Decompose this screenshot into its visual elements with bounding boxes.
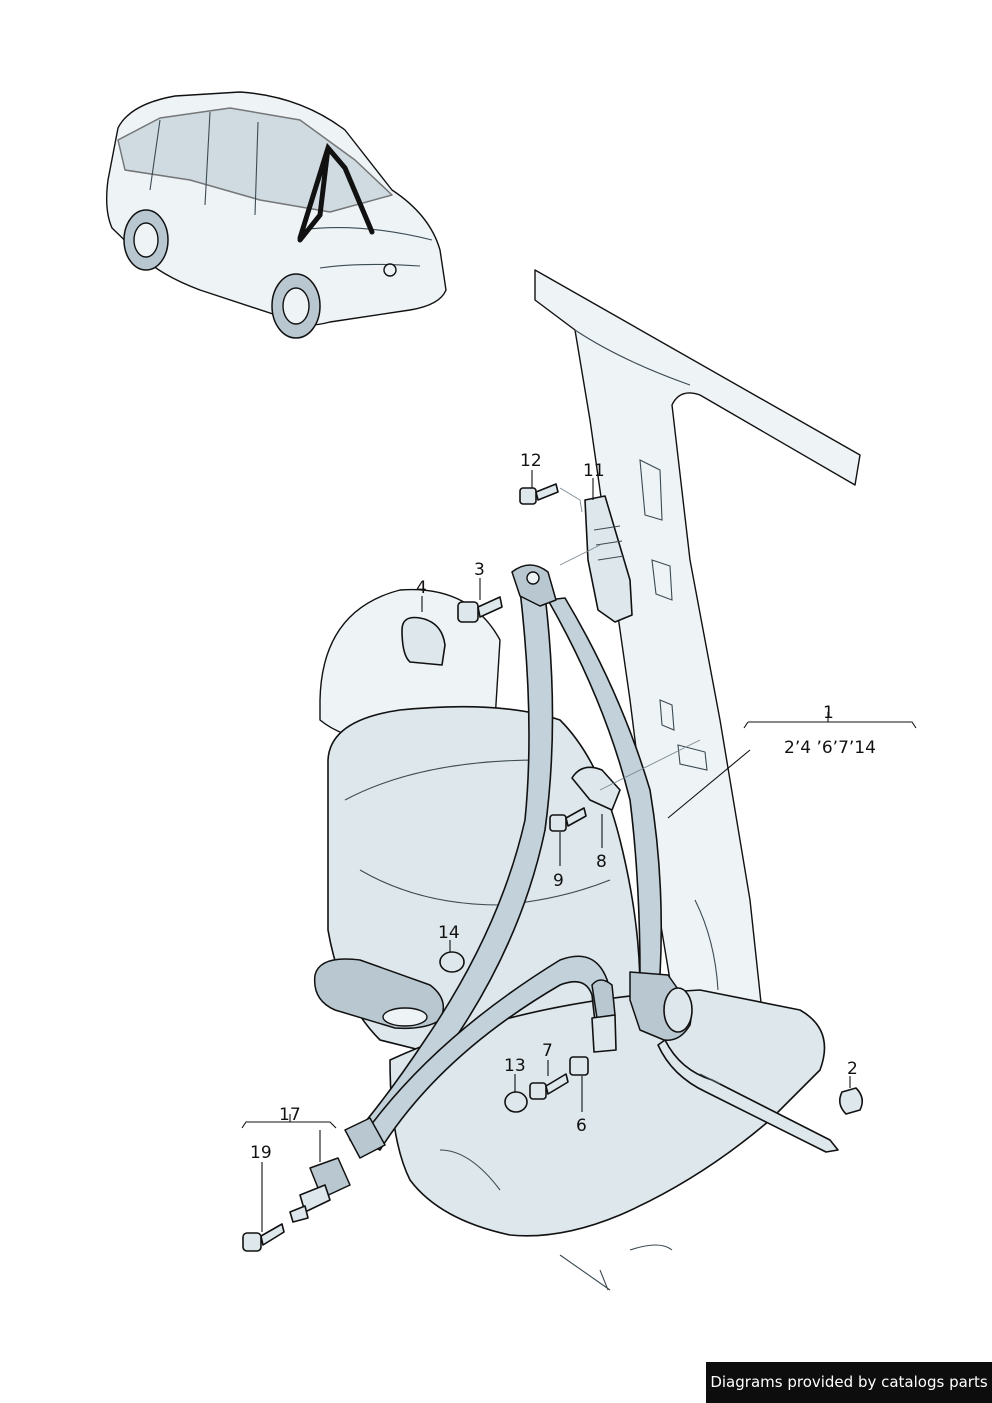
callout-8: 8 xyxy=(596,852,607,872)
callout-13: 13 xyxy=(504,1056,526,1076)
callout-6: 6 xyxy=(576,1116,587,1136)
belt-tongue xyxy=(344,1117,386,1159)
belt-latch-plate xyxy=(591,979,617,1053)
upper-belt-anchor xyxy=(511,564,557,607)
callout-3: 3 xyxy=(474,560,485,580)
callout-19: 19 xyxy=(250,1143,272,1163)
bolt-part-9 xyxy=(549,807,587,832)
seat xyxy=(313,588,826,1291)
callout-4: 4 xyxy=(416,578,427,598)
callout-14: 14 xyxy=(438,923,460,943)
bolt-part-19 xyxy=(242,1223,285,1252)
catalog-watermark: Diagrams provided by catalogs parts xyxy=(706,1362,992,1403)
callout-17: 17 xyxy=(279,1105,301,1125)
bolt-part-6 xyxy=(569,1056,589,1076)
cover-cap-part-4 xyxy=(401,616,446,666)
b-pillar xyxy=(534,269,861,1061)
callout-12: 12 xyxy=(520,451,542,471)
callout-9: 9 xyxy=(553,871,564,891)
callout-7: 7 xyxy=(542,1041,553,1061)
bolt-part-12 xyxy=(519,483,583,513)
callout-11: 11 xyxy=(583,461,605,481)
bolt-part-3 xyxy=(457,596,503,623)
callout-2: 2 xyxy=(847,1059,858,1079)
belt-guide-part-8 xyxy=(571,739,701,811)
leader-lines xyxy=(241,470,917,1232)
belt-retractor xyxy=(629,971,839,1153)
callout-1-subparts: 2ʼ4 ʼ6ʼ7ʼ14 xyxy=(784,738,876,758)
belt-buckle-part-17 xyxy=(289,1157,351,1223)
callout-1: 1 xyxy=(823,703,834,723)
clip-part-2 xyxy=(838,1087,864,1115)
callout-labels: 12 11 3 4 1 2ʼ4 ʼ6ʼ7ʼ14 9 8 14 2 7 13 6 … xyxy=(250,451,876,1163)
vehicle-thumbnail xyxy=(105,91,447,339)
height-adjuster-part-11 xyxy=(559,495,633,623)
bolt-part-7 xyxy=(529,1073,569,1100)
cap-part-13 xyxy=(504,1091,528,1113)
cap-part-14 xyxy=(439,951,465,973)
